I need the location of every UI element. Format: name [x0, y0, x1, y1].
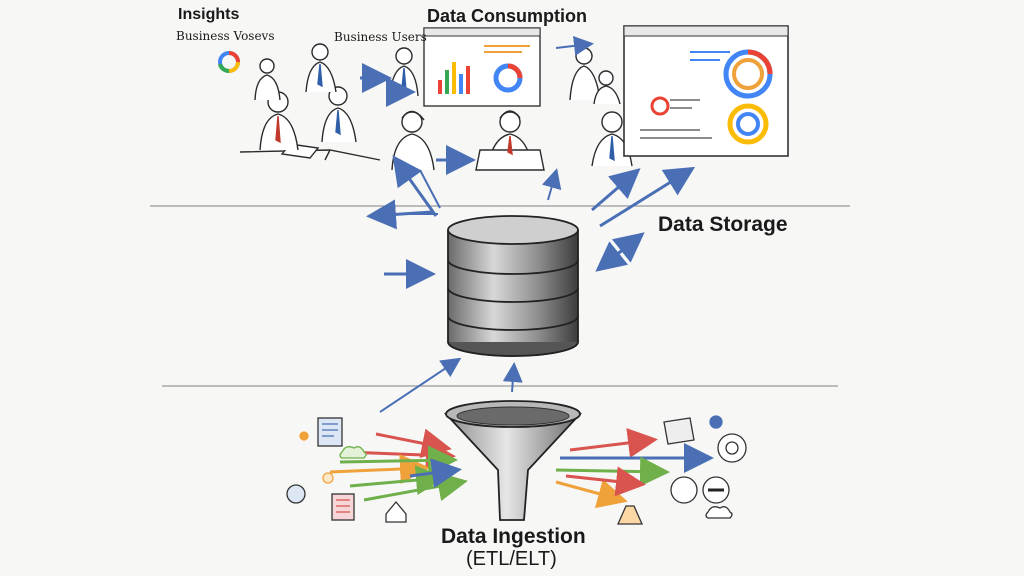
person-icon	[591, 111, 633, 167]
arrow	[555, 35, 594, 56]
funnel-icon	[443, 400, 583, 521]
person-icon	[305, 43, 337, 93]
arrow	[349, 465, 446, 496]
arrow	[541, 168, 562, 201]
dashboard-screen-1	[423, 27, 541, 107]
cloud-icon	[339, 446, 367, 459]
data-consumption-label: Data Consumption	[427, 6, 587, 26]
arrow	[419, 169, 441, 209]
arrow	[392, 155, 438, 217]
puzzle-icon	[663, 417, 695, 445]
business-users-label: Business Users	[334, 30, 427, 44]
data-source-icons-right	[616, 415, 747, 525]
arrow	[379, 357, 462, 413]
arrow	[555, 479, 628, 509]
person-icon	[475, 110, 545, 171]
arrow	[599, 232, 645, 270]
gauge-chart-icon	[727, 103, 769, 145]
data-storage-label: Data Storage	[658, 213, 788, 236]
ingestion-arrows-left	[329, 428, 468, 502]
document-icon	[317, 417, 343, 447]
arrow	[502, 362, 523, 393]
target-icon	[717, 433, 747, 463]
arrow	[599, 166, 696, 228]
arrow	[591, 168, 641, 212]
person-icon	[259, 91, 299, 151]
globe-icon	[286, 484, 306, 504]
arrow	[409, 458, 462, 488]
person-icon	[569, 47, 601, 101]
data-source-icons-left	[286, 417, 407, 523]
arrow	[329, 454, 430, 485]
arrow	[565, 466, 646, 497]
cloud-icon	[705, 506, 733, 519]
person-icon	[254, 58, 281, 101]
arrow	[569, 428, 658, 458]
insights-label: Insights	[178, 6, 240, 23]
data-ingestion-label: Data Ingestion	[441, 525, 586, 548]
etl-elt-label: (ETL/ELT)	[466, 548, 557, 570]
dashboard-screen-2	[623, 25, 789, 157]
donut-chart-icon	[218, 51, 240, 73]
ingestion-arrows-right	[555, 428, 714, 509]
flow-arrows-blue	[360, 35, 696, 413]
node-icon	[322, 472, 334, 484]
arrow	[375, 428, 452, 459]
person-icon	[321, 86, 357, 143]
person-icon	[389, 47, 419, 97]
chat-icon	[709, 415, 723, 429]
spreadsheet-icon	[331, 493, 355, 521]
arrow	[339, 445, 458, 476]
person-circle-icon	[670, 476, 698, 504]
arrow	[555, 456, 670, 487]
gauge-chart-icon	[723, 49, 773, 99]
database-cylinder-icon	[447, 215, 579, 357]
gear-icon	[299, 431, 309, 441]
flask-icon	[616, 505, 644, 525]
bar-chart-icon	[438, 62, 470, 94]
business-visions-label: Business Vosevs	[176, 29, 275, 43]
person-icon	[593, 70, 621, 105]
house-icon	[385, 500, 407, 523]
